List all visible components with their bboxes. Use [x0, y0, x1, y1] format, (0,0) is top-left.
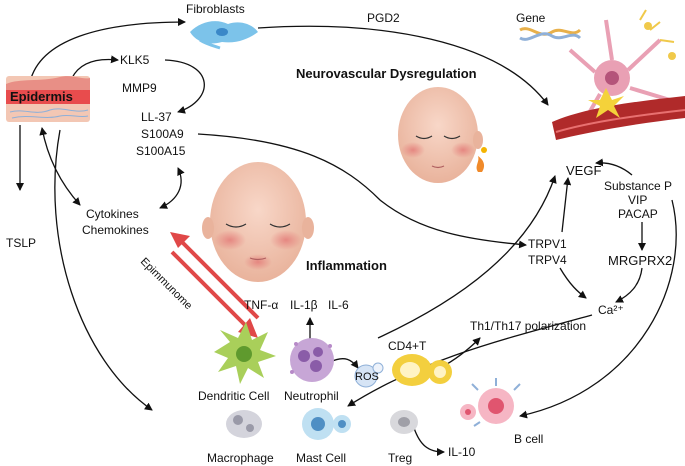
trpv1-label: TRPV1	[528, 237, 567, 251]
mast-cell-icon	[302, 408, 351, 440]
cd4-t-cell-icon	[392, 354, 452, 386]
edges	[16, 18, 677, 456]
mrgprx2-label: MRGPRX2	[608, 253, 672, 268]
ll37-label: LL-37	[141, 110, 172, 124]
face-inflammation	[202, 162, 314, 282]
edge-mrgprx2-ca	[615, 267, 643, 303]
klk5-label: KLK5	[120, 53, 150, 67]
treg-label: Treg	[388, 451, 412, 465]
edge-trpv-vegf	[561, 177, 572, 233]
mmp9-label: MMP9	[122, 81, 157, 95]
edge-ll37-trpv1	[197, 133, 527, 249]
vegf-label: VEGF	[566, 163, 601, 178]
face-neurovascular	[398, 87, 487, 183]
chemokines-label: Chemokines	[82, 223, 149, 237]
neutrophil-icon	[290, 338, 334, 382]
edge-substancep-bcell	[519, 199, 677, 419]
il6-label: IL-6	[328, 298, 349, 312]
neuron-icon	[568, 9, 676, 121]
treg-icon	[390, 410, 418, 434]
edge-s100-cytokines	[159, 167, 185, 209]
neutrophil-label: Neutrophil	[284, 389, 339, 403]
il10-label: IL-10	[448, 445, 476, 459]
epidermis-block	[6, 76, 90, 122]
macrophage-label: Macrophage	[207, 451, 274, 465]
ros-label: ROS	[355, 371, 379, 383]
tslp-label: TSLP	[6, 236, 36, 250]
gene-label: Gene	[516, 11, 546, 25]
edge-klk5-ll37	[164, 59, 205, 114]
edge-epidermis-fibroblasts	[29, 18, 186, 83]
dna-icon	[519, 27, 582, 41]
neurovascular-title: Neurovascular Dysregulation	[296, 66, 477, 81]
edge-neutrophil-ros	[329, 358, 359, 369]
macrophage-icon	[226, 410, 262, 438]
substance-p-label: Substance P	[604, 179, 672, 193]
s100a15-label: S100A15	[136, 144, 186, 158]
edge-treg-il10	[413, 427, 445, 456]
edge-ca-mast	[347, 314, 593, 407]
mast-cell-label: Mast Cell	[296, 451, 346, 465]
edge-fibroblasts-vegf	[257, 25, 549, 106]
dendritic-cell-label: Dendritic Cell	[198, 389, 269, 403]
ca-label: Ca²⁺	[598, 303, 624, 317]
b-cell-label: B cell	[514, 432, 543, 446]
pacap-label: PACAP	[618, 207, 658, 221]
edge-epidermis-cytokines	[39, 127, 81, 206]
edge-inflammation-vegf	[377, 175, 557, 339]
edge-epidermis-klk5	[71, 55, 119, 79]
il1b-label: IL-1β	[290, 298, 318, 312]
tnf-label: TNF-α	[244, 298, 278, 312]
fibroblast-icon	[190, 21, 258, 50]
edge-tslp-cells	[54, 129, 153, 411]
trpv4-label: TRPV4	[528, 253, 567, 267]
th-polarization-label: Th1/Th17 polarization	[470, 319, 586, 333]
cd4-label: CD4+T	[388, 339, 427, 353]
vip-label: VIP	[628, 193, 647, 207]
edge-trpv-ca	[559, 267, 587, 299]
pgd2-label: PGD2	[367, 11, 400, 25]
s100a9-label: S100A9	[141, 127, 184, 141]
inflammation-title: Inflammation	[306, 258, 387, 273]
blood-vessel-icon	[552, 88, 685, 140]
cytokines-label: Cytokines	[86, 207, 139, 221]
b-cell-icon	[460, 378, 521, 427]
ros-icon	[354, 362, 384, 388]
dendritic-cell-icon	[214, 322, 276, 384]
fibroblasts-label: Fibroblasts	[186, 2, 245, 16]
epidermis-label: Epidermis	[10, 89, 73, 104]
edge-substancep-vegf	[595, 158, 633, 176]
